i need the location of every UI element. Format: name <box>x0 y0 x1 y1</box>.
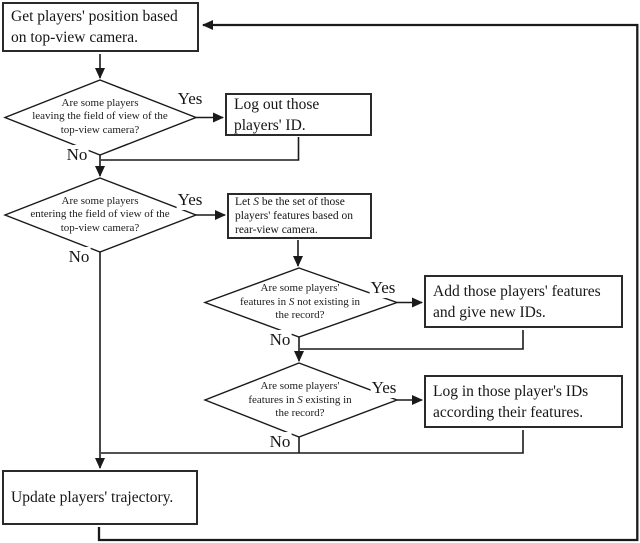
edge-add-merge <box>300 330 524 350</box>
label-no-entering: No <box>67 247 91 267</box>
node-get-position: Get players' position based on top-view … <box>2 2 199 52</box>
node-login: Log in those player's IDs according thei… <box>424 375 623 428</box>
edge-update-feedback-loop <box>97 20 639 542</box>
node-get-position-line1: Get players' position based <box>11 8 178 25</box>
node-update-trajectory: Update players' trajectory. <box>2 470 198 525</box>
node-logout-line1: Log out those <box>234 95 320 113</box>
node-logout-line2: players' ID. <box>234 116 306 134</box>
set-symbol: S <box>253 196 259 208</box>
node-get-position-line2: on top-view camera. <box>11 29 138 46</box>
node-let-s-line2: players' features based on <box>235 210 353 222</box>
edge-logout-merge <box>101 137 300 161</box>
label-yes-entering: Yes <box>176 190 204 210</box>
label-no-not-in-record: No <box>268 330 292 350</box>
decision-in-record-text: Are some players' features in S existing… <box>248 380 352 420</box>
node-login-line2: according their features. <box>433 403 584 421</box>
set-symbol: S <box>288 295 295 308</box>
edge-login-merge <box>101 430 524 454</box>
node-logout: Log out those players' ID. <box>225 93 372 136</box>
node-add-features-line2: and give new IDs. <box>433 303 546 321</box>
node-add-features-line1: Add those players' features <box>433 282 601 300</box>
decision-leaving-text: Are some players leaving the field of vi… <box>32 96 168 136</box>
label-yes-not-in-record: Yes <box>369 278 397 298</box>
node-let-s: Let S be the set of those players' featu… <box>227 193 372 239</box>
label-yes-in-record: Yes <box>370 378 398 398</box>
label-no-in-record: No <box>268 432 292 452</box>
node-let-s-line1: Let S be the set of those <box>235 196 345 208</box>
node-update-trajectory-label: Update players' trajectory. <box>11 489 174 506</box>
decision-not-in-record-text: Are some players' features in S not exis… <box>239 282 361 322</box>
label-yes-leaving: Yes <box>176 89 204 109</box>
node-let-s-line3: rear-view camera. <box>235 224 318 236</box>
set-symbol: S <box>297 393 303 406</box>
label-no-leaving: No <box>65 145 89 165</box>
decision-entering-text: Are some players entering the field of v… <box>30 194 170 234</box>
node-add-features: Add those players' features and give new… <box>424 275 623 328</box>
node-login-line1: Log in those player's IDs <box>433 382 589 400</box>
